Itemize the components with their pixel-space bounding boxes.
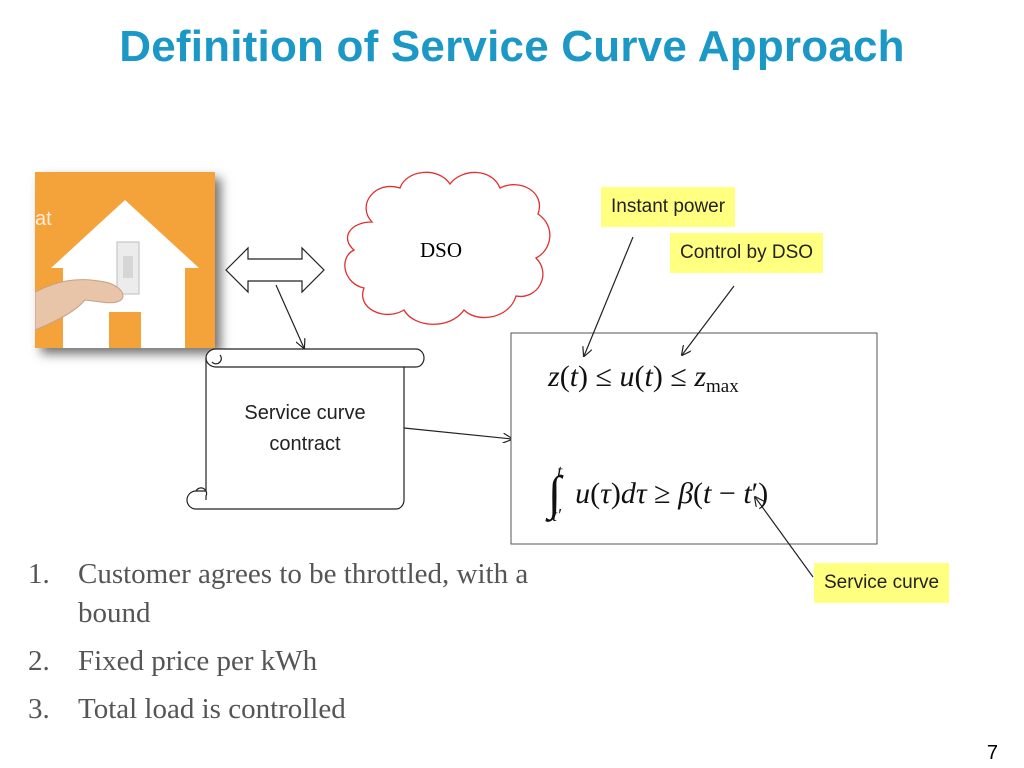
list-item: 1. Customer agrees to be throttled, with… (28, 555, 558, 633)
page-number: 7 (986, 742, 998, 764)
list-item: 3. Total load is controlled (28, 690, 558, 729)
key-points-list: 1. Customer agrees to be throttled, with… (28, 555, 558, 738)
house-switch-image: at (35, 172, 215, 348)
contract-scroll-shape (186, 348, 425, 510)
instant-power-callout: Instant power (601, 187, 736, 227)
double-arrow-icon (225, 246, 325, 294)
list-item-number: 3. (28, 693, 50, 725)
list-item-text: Total load is controlled (78, 693, 346, 725)
contract-label: Service curve contract (244, 402, 366, 455)
dso-cloud-shape (344, 171, 551, 325)
house-image-text-fragment: at (35, 208, 52, 230)
service-curve-pointer (755, 497, 814, 578)
service-curve-callout: Service curve (814, 563, 950, 603)
equations-box (510, 332, 878, 545)
list-item: 2. Fixed price per kWh (28, 642, 558, 681)
house-icon (35, 172, 215, 348)
integral-equation: ∫tt′u(τ)dτ ≥ β(t − t′) (548, 461, 769, 525)
control-by-dso-pointer (682, 285, 735, 355)
control-by-dso-callout: Control by DSO (670, 233, 824, 273)
list-item-number: 2. (28, 645, 50, 677)
list-item-number: 1. (28, 558, 50, 590)
arrow-to-equations (403, 427, 512, 439)
list-item-text: Customer agrees to be throttled, with a … (78, 558, 529, 629)
constraint-equation: z(t) ≤ u(t) ≤ zmax (548, 360, 739, 397)
arrow-to-contract (275, 284, 304, 348)
list-item-text: Fixed price per kWh (78, 645, 318, 677)
slide-title: Definition of Service Curve Approach (119, 22, 905, 71)
instant-power-pointer (584, 236, 634, 356)
dso-label: DSO (419, 238, 462, 262)
